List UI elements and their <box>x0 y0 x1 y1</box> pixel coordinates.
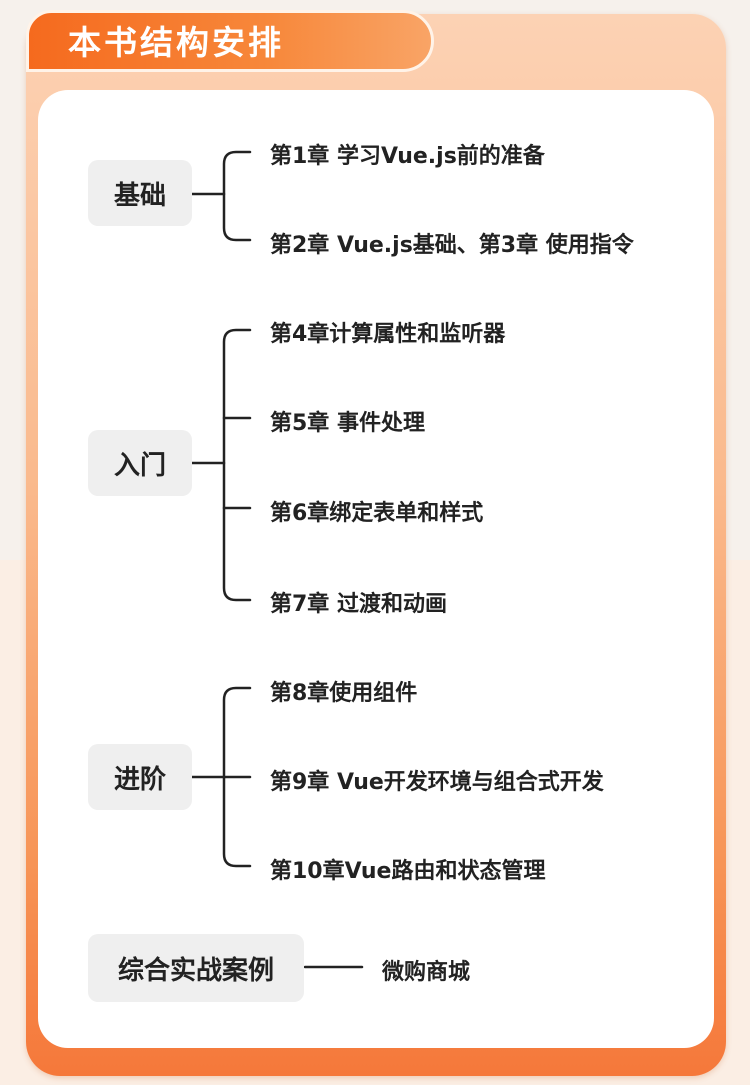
category-intro: 入门 <box>88 430 192 496</box>
chapter-1: 第1章 学习Vue.js前的准备 <box>270 144 545 169</box>
card-body <box>38 90 714 1048</box>
chapter-9: 第9章 Vue开发环境与组合式开发 <box>270 770 604 795</box>
chapter-6: 第6章绑定表单和样式 <box>270 501 484 526</box>
category-project: 综合实战案例 <box>88 934 304 1002</box>
chapter-5: 第5章 事件处理 <box>270 411 425 436</box>
project-weigou-mall: 微购商城 <box>382 960 471 985</box>
page-title: 本书结构安排 <box>68 23 284 62</box>
category-advanced: 进阶 <box>88 744 192 810</box>
chapter-7: 第7章 过渡和动画 <box>270 592 447 617</box>
chapter-10: 第10章Vue路由和状态管理 <box>270 859 546 884</box>
chapter-4: 第4章计算属性和监听器 <box>270 322 506 347</box>
title-tab <box>26 10 434 72</box>
category-basics: 基础 <box>88 160 192 226</box>
chapter-8: 第8章使用组件 <box>270 681 418 706</box>
chapter-2-3: 第2章 Vue.js基础、第3章 使用指令 <box>270 233 634 258</box>
